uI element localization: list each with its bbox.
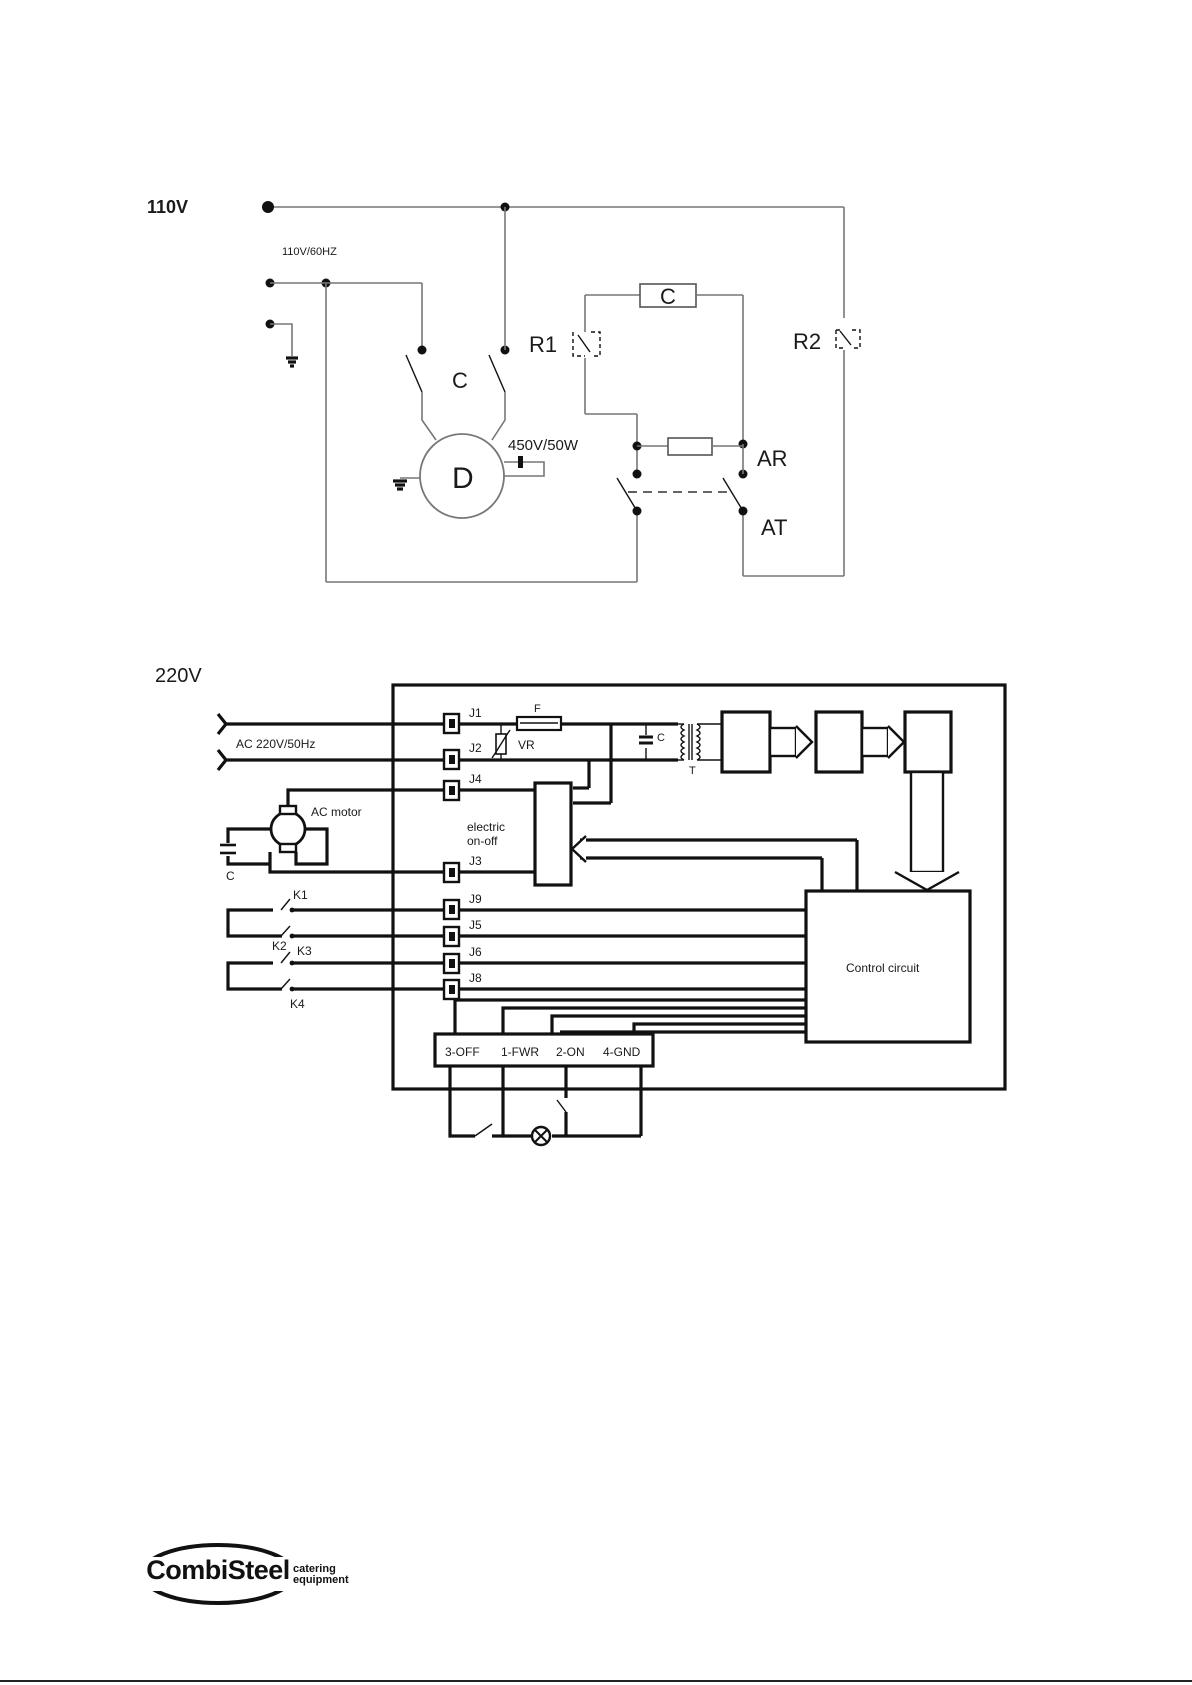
capacitor-c-label: C — [657, 732, 665, 744]
terminal-4-gnd: 4-GND — [603, 1045, 641, 1059]
ac-input-label: AC 220V/50Hz — [236, 737, 315, 751]
wire-contactor-left-to-motor — [422, 392, 436, 440]
motor-capacitor: 450V/50W — [504, 437, 579, 476]
resistor-ar — [668, 438, 712, 455]
supply-terminal — [262, 201, 274, 213]
stage-arrow-down — [911, 772, 943, 872]
connector-j1 — [444, 714, 459, 733]
connector-j9-label: J9 — [469, 892, 482, 906]
motor-d: D — [420, 434, 504, 518]
motor-ground — [393, 478, 420, 489]
capacitor-c — [639, 737, 653, 743]
connector-j4 — [444, 781, 459, 800]
combisteel-logo: CombiSteel catering equipment — [146, 1540, 362, 1608]
terminal-external-wiring — [450, 1066, 641, 1136]
stage-arrow-1 — [770, 728, 796, 756]
connector-j5-label: J5 — [469, 918, 482, 932]
wire-contactor-right-to-motor — [492, 392, 505, 440]
ac-motor-icon — [271, 806, 305, 852]
key-k4-label: K4 — [290, 997, 305, 1011]
key-k1-label: K1 — [293, 888, 308, 902]
connector-j2 — [444, 750, 459, 769]
switch-ar-label: AR — [757, 446, 788, 471]
at-left-top — [633, 470, 642, 479]
key-k2-label: K2 — [272, 939, 287, 953]
supply-110v-label: 110V — [147, 197, 188, 217]
electric-onoff-switch — [535, 783, 571, 885]
indicator-lamp-icon — [532, 1127, 550, 1145]
capacitor-450v-label: 450V/50W — [508, 437, 579, 454]
stage-block-3 — [905, 712, 951, 772]
terminal-2-on: 2-ON — [556, 1045, 585, 1059]
onoff-label-line2: on-off — [467, 834, 498, 848]
relay-r1: R1 — [529, 332, 600, 357]
stage-arrowhead-2 — [888, 726, 904, 758]
stage-block-1 — [722, 712, 770, 772]
stage-arrow-2 — [862, 728, 888, 756]
wire-motor-cap-left — [228, 829, 271, 843]
switch-at-label: AT — [761, 515, 787, 540]
connector-j6-label: J6 — [469, 945, 482, 959]
relay-r2: R2 — [793, 329, 860, 354]
stage-arrowhead-down — [895, 872, 959, 890]
contactor-c-label: C — [452, 368, 468, 393]
relay-r1-label: R1 — [529, 332, 557, 357]
wire-motor-cap-bottom — [228, 856, 270, 864]
motor-capacitor-c — [220, 845, 236, 853]
control-circuit-label: Control circuit — [846, 961, 920, 975]
coil-c-label: C — [660, 284, 676, 309]
wire-t1-to-control — [503, 1008, 806, 1034]
varistor-vr-label: VR — [518, 738, 535, 752]
connector-j5 — [444, 927, 459, 946]
logo-name: CombiSteel — [146, 1555, 290, 1586]
connector-j9 — [444, 900, 459, 919]
supply-110v-60hz-label: 110V/60HZ — [282, 246, 337, 258]
diagram-110v: 110V 110V/60HZ R2 — [147, 197, 860, 582]
switch-arrowhead — [572, 836, 586, 862]
terminal-3-off: 3-OFF — [445, 1045, 480, 1059]
ground-terminal — [266, 320, 299, 367]
wire-motor-to-j4 — [288, 790, 444, 806]
page-bottom-rule — [0, 1680, 1192, 1682]
connector-j6 — [444, 954, 459, 973]
stage-arrowhead-1 — [796, 726, 812, 758]
stage-block-2 — [816, 712, 862, 772]
connector-j2-label: J2 — [469, 741, 482, 755]
transformer-t: T — [678, 724, 722, 777]
relay-r2-label: R2 — [793, 329, 821, 354]
key-switches — [228, 899, 444, 991]
supply-220v-label: 220V — [155, 665, 202, 687]
connector-j1-label: J1 — [469, 706, 482, 720]
connector-j8-label: J8 — [469, 971, 482, 985]
onoff-label-line1: electric — [467, 820, 505, 834]
fuse-f-label: F — [534, 703, 541, 715]
connector-j3 — [444, 863, 459, 882]
at-right-bottom — [739, 507, 748, 516]
transformer-t-label: T — [689, 765, 696, 777]
connector-j4-label: J4 — [469, 772, 482, 786]
logo-tagline-2: equipment — [293, 1575, 349, 1586]
terminal-1-fwr: 1-FWR — [501, 1045, 539, 1059]
diagram-220v: 220V AC 220V/50Hz J1 J2 J4 J3 J9 J5 J6 J… — [155, 665, 1005, 1145]
key-k3-label: K3 — [297, 944, 312, 958]
motor-capacitor-label: C — [226, 869, 235, 883]
connector-j8 — [444, 980, 459, 999]
at-left-bottom — [633, 507, 642, 516]
ac-motor-label: AC motor — [311, 805, 362, 819]
switch-at-right-blade — [723, 478, 743, 511]
motor-d-label: D — [452, 462, 474, 495]
connector-j3-label: J3 — [469, 854, 482, 868]
switch-at-left-blade — [617, 478, 637, 511]
